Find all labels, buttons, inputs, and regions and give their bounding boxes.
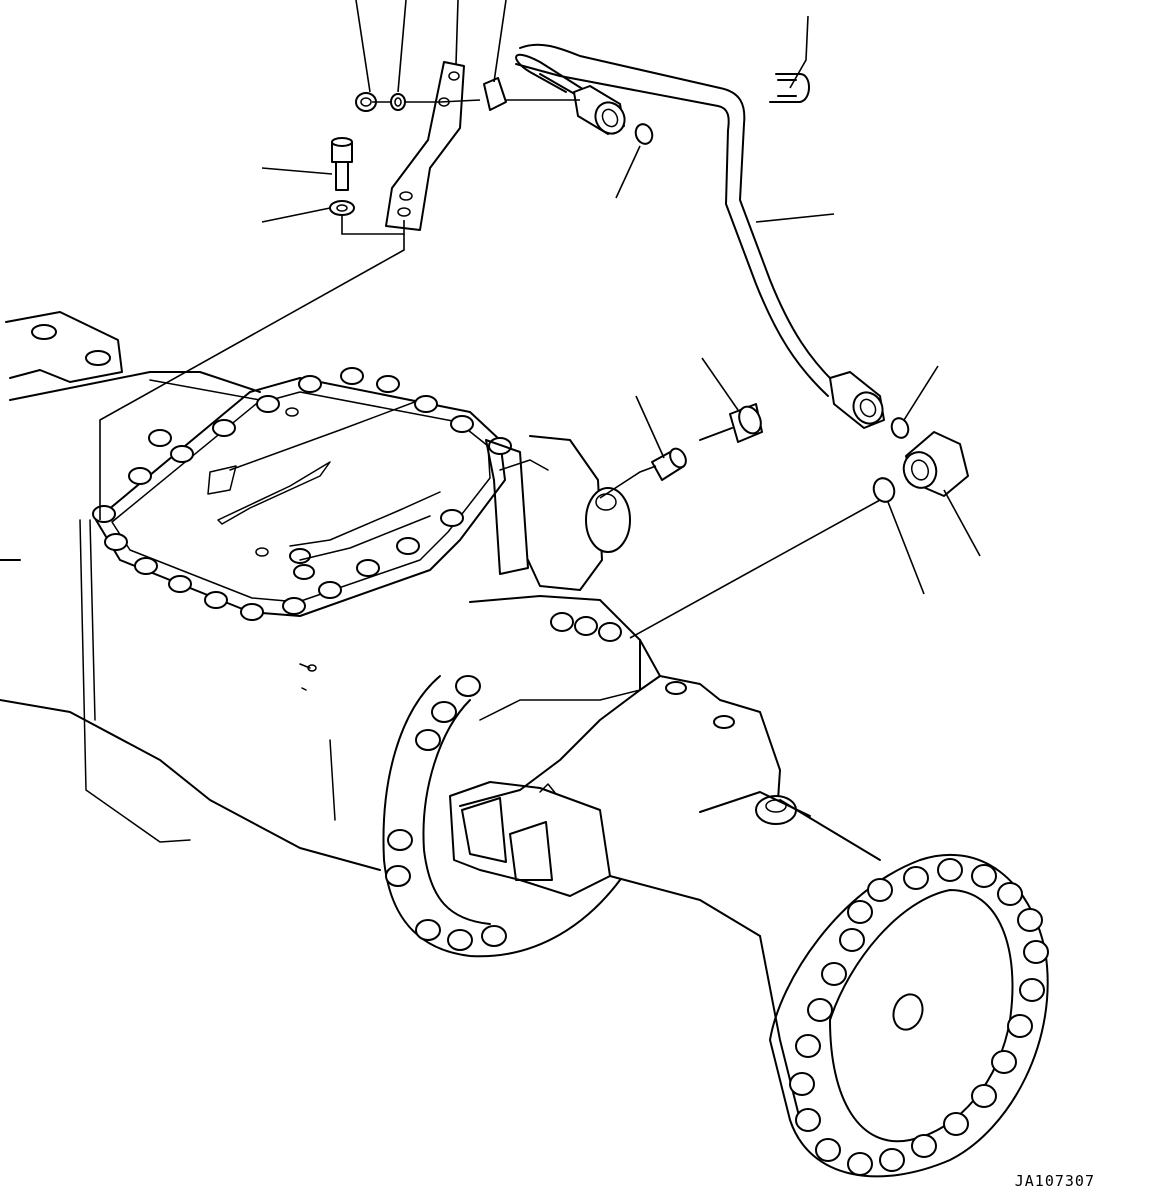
leader-lines — [261, 0, 981, 595]
axle-housing — [0, 311, 631, 871]
hardware — [329, 77, 969, 503]
drawing-code-label: JA107307 — [1014, 1172, 1095, 1190]
cover-bolts — [92, 367, 512, 621]
hub-bolts — [789, 858, 1049, 1176]
wheel-hub-flange — [769, 853, 1049, 1178]
axle-tube-section — [449, 595, 881, 1121]
center-flange-ring — [382, 612, 622, 958]
alignment-lines — [99, 99, 881, 639]
mounting-bracket — [385, 61, 465, 231]
breather-pipe — [515, 43, 885, 429]
